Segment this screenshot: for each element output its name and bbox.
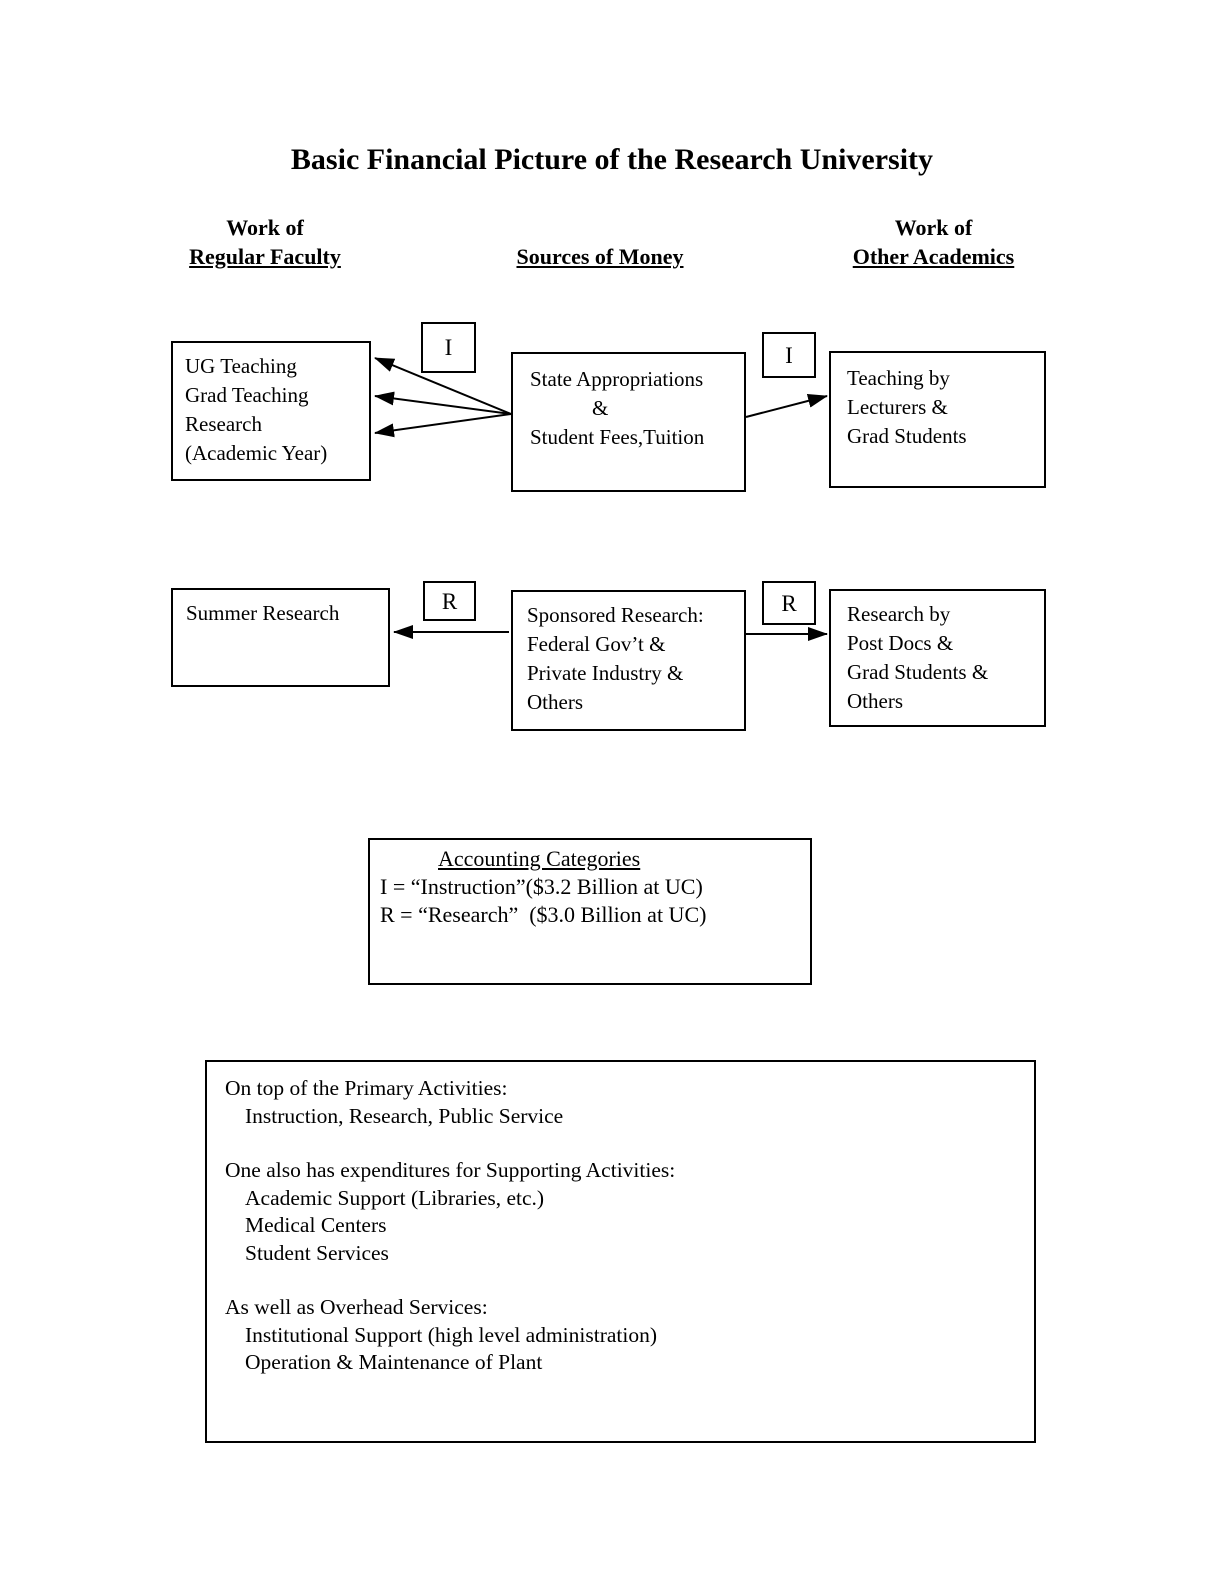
tag-letter: R bbox=[441, 588, 458, 614]
box-line: Summer Research bbox=[186, 601, 340, 625]
notes-line: As well as Overhead Services: bbox=[225, 1295, 488, 1319]
notes-line: One also has expenditures for Supporting… bbox=[225, 1158, 676, 1182]
notes-line: Institutional Support (high level admini… bbox=[245, 1322, 658, 1347]
tag-letter: I bbox=[785, 342, 793, 368]
box-research-by-postdocs: Research by Post Docs & Grad Students & … bbox=[829, 589, 1046, 727]
accounting-instruction-definition: I = “Instruction”($3.2 Billion at UC) bbox=[380, 874, 703, 899]
tag-instruction-left: I bbox=[421, 322, 476, 373]
notes-line: On top of the Primary Activities: bbox=[225, 1076, 508, 1100]
box-line: Private Industry & bbox=[527, 661, 684, 685]
box-summer-research: Summer Research bbox=[171, 588, 390, 687]
box-teaching-by-lecturers: Teaching by Lecturers & Grad Students bbox=[829, 351, 1046, 488]
column-header-right-line2: Other Academics bbox=[852, 244, 1015, 269]
tag-research-left: R bbox=[423, 581, 476, 621]
box-line: Research bbox=[185, 412, 262, 436]
column-header-left-line2: Regular Faculty bbox=[189, 244, 341, 269]
box-line: Post Docs & bbox=[847, 631, 954, 655]
column-header-right-line1: Work of bbox=[894, 215, 973, 240]
page-title: Basic Financial Picture of the Research … bbox=[290, 143, 934, 176]
column-header-sources-of-money: Sources of Money bbox=[495, 242, 705, 271]
box-line: Others bbox=[527, 690, 583, 714]
column-header-regular-faculty: Work of Regular Faculty bbox=[170, 213, 360, 271]
box-line: UG Teaching bbox=[185, 354, 297, 378]
notes-line: Medical Centers bbox=[245, 1213, 387, 1237]
tag-research-right: R bbox=[762, 581, 816, 625]
notes-line: Student Services bbox=[245, 1240, 389, 1265]
box-line: Student Fees,Tuition bbox=[530, 425, 705, 449]
notes-line: Academic Support (Libraries, etc.) bbox=[245, 1185, 545, 1210]
box-regular-faculty-academic-year: UG Teaching Grad Teaching Research (Acad… bbox=[171, 341, 371, 481]
arrow-tuition-to-lecturers bbox=[745, 393, 828, 418]
box-line: Research by bbox=[847, 602, 951, 626]
box-line: Federal Gov’t & bbox=[527, 632, 666, 656]
accounting-categories-title-line: Accounting Categories bbox=[380, 845, 810, 873]
box-line: Others bbox=[847, 689, 903, 713]
arrow-tuition-to-research bbox=[374, 413, 512, 438]
box-state-appropriations: State Appropriations & Student Fees,Tuit… bbox=[511, 352, 746, 492]
box-line: (Academic Year) bbox=[185, 441, 328, 465]
box-line: State Appropriations bbox=[530, 367, 704, 391]
arrow-tuition-to-grad-teaching bbox=[374, 391, 512, 415]
box-line: Grad Teaching bbox=[185, 383, 309, 407]
box-line: Grad Students bbox=[847, 424, 967, 448]
box-line: & bbox=[592, 396, 609, 420]
column-header-other-academics: Work of Other Academics bbox=[826, 213, 1041, 271]
accounting-categories-box: Accounting Categories I = “Instruction”(… bbox=[368, 838, 812, 985]
box-line: Grad Students & bbox=[847, 660, 989, 684]
box-sponsored-research: Sponsored Research: Federal Gov’t & Priv… bbox=[511, 590, 746, 731]
tag-letter: I bbox=[444, 335, 453, 360]
tag-instruction-right: I bbox=[762, 332, 816, 378]
box-line: Lecturers & bbox=[847, 395, 948, 419]
column-header-center-line1: Sources of Money bbox=[516, 244, 684, 269]
notes-line: Operation & Maintenance of Plant bbox=[245, 1350, 543, 1374]
tag-letter: R bbox=[781, 590, 797, 616]
box-line: Teaching by bbox=[847, 366, 950, 390]
accounting-research-definition: R = “Research” ($3.0 Billion at UC) bbox=[380, 902, 707, 927]
accounting-categories-title: Accounting Categories bbox=[438, 846, 641, 871]
box-line: Sponsored Research: bbox=[527, 603, 704, 627]
notes-line: Instruction, Research, Public Service bbox=[245, 1103, 564, 1128]
activities-notes-box: On top of the Primary Activities: Instru… bbox=[205, 1060, 1036, 1443]
column-header-left-line1: Work of bbox=[226, 215, 304, 240]
